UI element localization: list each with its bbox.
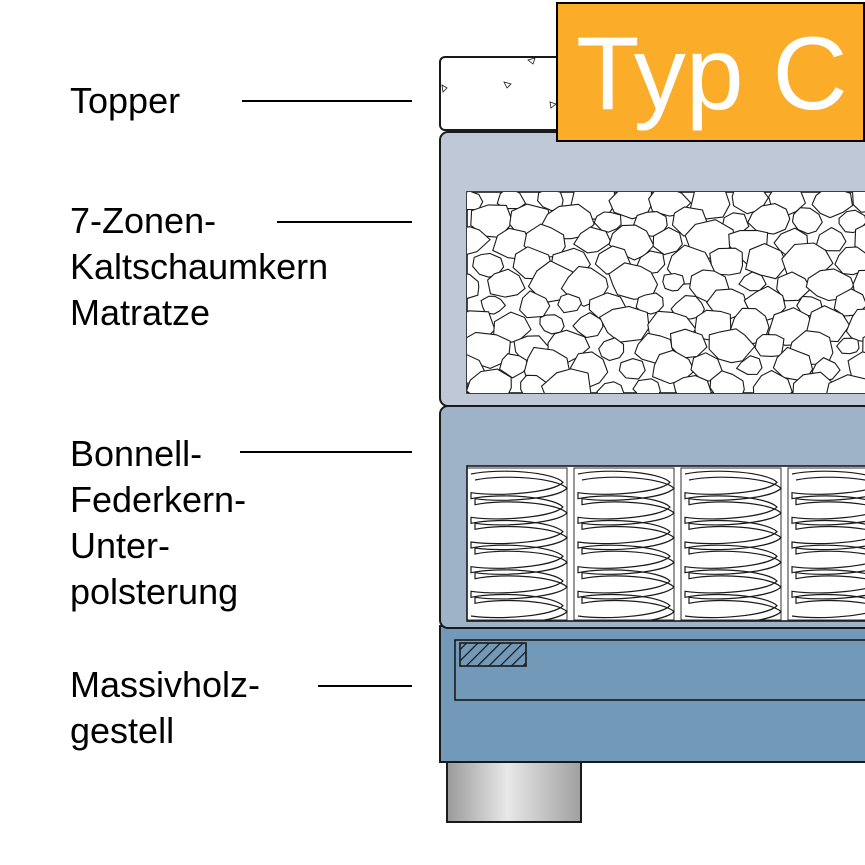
spring-coil [688, 476, 782, 621]
spring-coil [791, 470, 865, 619]
foam-cell [662, 272, 685, 292]
foam-cell [598, 305, 650, 343]
foam-cell [467, 273, 480, 300]
spring-coil [795, 476, 865, 621]
foam-cell [635, 292, 664, 315]
foam-cell [752, 369, 793, 393]
label-unterpolsterung: Bonnell- Federkern- Unter- polsterung [70, 431, 246, 615]
leader-line-icon [277, 221, 412, 223]
leader-line-icon [242, 100, 412, 102]
topper-layer [439, 56, 573, 131]
foot [446, 759, 582, 823]
foam-cell [835, 337, 860, 355]
spring-coil [577, 470, 671, 619]
foam-cell [467, 226, 491, 255]
label-line: gestell [70, 710, 175, 751]
leader-line-icon [318, 685, 412, 687]
foam-cell [791, 207, 823, 235]
label-line: Kaltschaumkern [70, 246, 329, 287]
foam-cell [792, 371, 834, 393]
label-matratze: 7-Zonen- Kaltschaumkern Matratze [70, 198, 328, 336]
spring-coil [684, 470, 778, 619]
foam-cell [596, 381, 625, 393]
foam-cell [747, 203, 791, 235]
foam-cell [862, 335, 865, 357]
spring-coil [470, 470, 564, 619]
foam-cell [467, 368, 512, 393]
label-line: polsterung [70, 571, 239, 612]
spring-coil [474, 476, 568, 621]
label-gestell: Massivholz- gestell [70, 662, 260, 754]
wood-hatch-icon [459, 642, 527, 667]
foam-cell [776, 271, 812, 302]
leader-line-icon [240, 451, 412, 453]
topper-speckle [441, 57, 557, 109]
foam-cell [845, 308, 865, 343]
label-line: 7-Zonen- [70, 200, 217, 241]
spring-coils [467, 467, 865, 621]
label-topper: Topper [70, 78, 180, 124]
spring-pocket [787, 467, 865, 621]
foam-cell [826, 374, 865, 393]
type-badge: Typ C [556, 2, 865, 142]
spring-pocket [680, 467, 782, 621]
label-line: Topper [70, 80, 181, 121]
foam-cell [745, 243, 788, 280]
foam-cell [754, 333, 785, 357]
label-line: Federkern- [70, 479, 247, 520]
foam-cell [735, 355, 763, 375]
label-line: Massivholz- [70, 664, 261, 705]
spring-pocket [573, 467, 675, 621]
foam-cell [593, 211, 622, 233]
foam-cell [815, 226, 847, 252]
foam-cell [572, 311, 604, 339]
foam-cell [540, 368, 592, 393]
foam-cell [557, 293, 583, 314]
foam-cell [632, 378, 662, 393]
foam-cells [467, 192, 865, 393]
foam-cell [518, 290, 551, 319]
foam-cell [708, 328, 756, 364]
foam-cell [672, 375, 712, 393]
foam-cell [520, 374, 548, 393]
label-line: Bonnell- [70, 433, 203, 474]
foam-cell [498, 353, 529, 379]
foam-cell [811, 192, 854, 219]
foam-cell [573, 226, 612, 254]
foam-cell [618, 358, 646, 380]
foam-cell [851, 192, 865, 213]
foam-cell [652, 226, 683, 256]
label-line: Unter- [70, 525, 171, 566]
foam-cell [669, 328, 708, 359]
foam-cell [486, 268, 526, 298]
foam-cell [598, 337, 625, 362]
foam-cell [709, 247, 744, 276]
spring-pocket [467, 467, 568, 621]
foam-cell [709, 370, 745, 393]
label-line: Matratze [70, 292, 211, 333]
spring-coil [581, 476, 675, 621]
foam-cell [854, 224, 865, 260]
foam-cell [480, 295, 507, 315]
